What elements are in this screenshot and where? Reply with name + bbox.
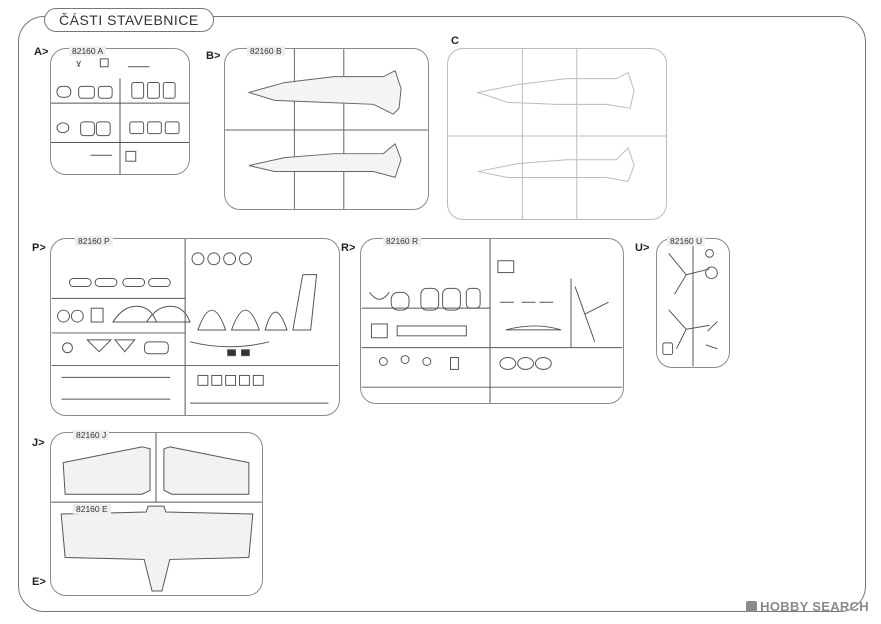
sprue-c[interactable]: [447, 48, 667, 220]
sprue-a[interactable]: 82160 A: [50, 46, 190, 175]
sprue-c-parts: [448, 49, 666, 219]
parts-frame: [18, 16, 866, 612]
sprue-r[interactable]: 82160 R: [360, 236, 624, 404]
sprue-letter-b: B>: [206, 50, 221, 62]
sprue-e-code: 82160 E: [73, 504, 111, 514]
page-title: ČÁSTI STAVEBNICE: [44, 8, 214, 32]
watermark: HOBBY SEARCH: [746, 599, 869, 614]
sprue-j-e[interactable]: 82160 J 82160 E: [50, 430, 263, 596]
sprue-j-e-parts: [51, 433, 262, 592]
sprue-p[interactable]: 82160 P: [50, 236, 340, 416]
watermark-text: HOBBY SEARCH: [760, 599, 869, 614]
sprue-letter-p: P>: [32, 242, 46, 254]
sprue-r-parts: [361, 239, 623, 403]
sprue-b[interactable]: 82160 B: [224, 46, 429, 210]
sprue-a-parts: [51, 58, 189, 174]
sprue-letter-c: C: [451, 35, 459, 47]
sprue-p-code: 82160 P: [75, 236, 113, 246]
sprue-u-parts: [662, 239, 718, 367]
sprue-letter-r: R>: [341, 242, 356, 254]
sprue-b-code: 82160 B: [247, 46, 285, 56]
sprue-a-code: 82160 A: [69, 46, 107, 56]
hobby-search-logo-icon: [746, 601, 758, 612]
sprue-b-parts: [225, 49, 428, 209]
sprue-j-code: 82160 J: [73, 430, 110, 440]
sprue-r-code: 82160 R: [383, 236, 422, 246]
sprue-letter-e: E>: [32, 576, 46, 588]
sprue-letter-u: U>: [635, 242, 650, 254]
sprue-u[interactable]: 82160 U: [656, 236, 730, 368]
sprue-u-code: 82160 U: [667, 236, 706, 246]
sprue-letter-j: J>: [32, 437, 45, 449]
sprue-p-parts: [51, 239, 339, 415]
sprue-letter-a: A>: [34, 46, 49, 58]
